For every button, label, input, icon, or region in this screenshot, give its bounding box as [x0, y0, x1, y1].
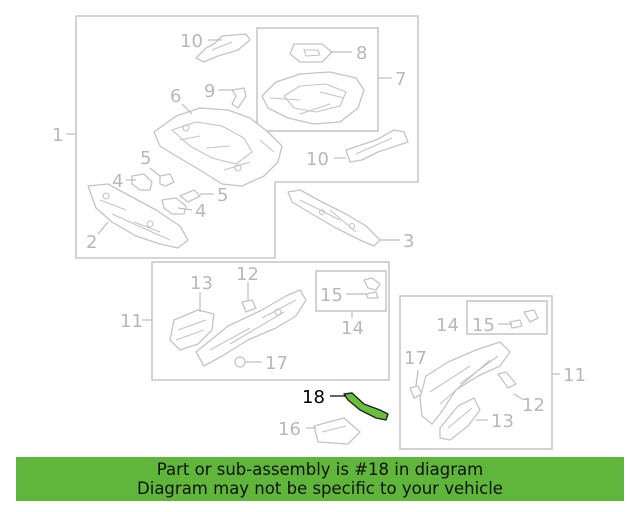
part-3-crossmember [287, 189, 381, 247]
callout-2: 2 [86, 232, 97, 253]
part-5-upper-bolt [159, 173, 175, 187]
part-13-left-panel [169, 309, 215, 351]
callout-7: 7 [395, 69, 406, 90]
part-7-spare-tire-pan [261, 71, 365, 125]
callout-14a: 14 [341, 318, 364, 339]
group-box-11-left [151, 261, 390, 381]
callout-4b: 4 [195, 201, 206, 222]
callout-10a: 10 [180, 31, 203, 52]
parts-diagram: 1 2 3 4 4 5 5 6 7 8 9 10 10 11 11 12 12 … [52, 15, 586, 450]
part-8-pad [289, 43, 333, 63]
callout-1: 1 [52, 125, 63, 146]
group-box-14-left [315, 270, 387, 312]
callout-12a: 12 [236, 264, 259, 285]
group-box-11-right [399, 295, 553, 450]
callout-8: 8 [356, 43, 367, 64]
leader-12b [513, 393, 525, 401]
info-banner: Part or sub-assembly is #18 in diagram D… [16, 457, 624, 501]
group-box-14-right [466, 300, 548, 335]
group-box-1 [75, 15, 419, 259]
callout-5a: 5 [140, 148, 151, 169]
callout-11a: 11 [120, 311, 143, 332]
part-10-lower-reinforcement [345, 129, 409, 163]
callout-12b: 12 [522, 395, 545, 416]
part-15-right-bracket [523, 309, 539, 323]
leader-2 [97, 221, 109, 235]
part-12-left-gusset [241, 299, 257, 313]
part-18-highlighted-brace [343, 392, 389, 421]
callout-4a: 4 [112, 171, 123, 192]
part-2-side-member [87, 183, 189, 249]
part-4-upper-bracket [131, 173, 153, 191]
leader-6 [181, 103, 193, 115]
callout-11b: 11 [563, 365, 586, 386]
callout-13b: 13 [491, 411, 514, 432]
part-16-mat [313, 417, 361, 445]
callout-17b: 17 [404, 348, 427, 369]
callout-14b: 14 [436, 315, 459, 336]
callout-13a: 13 [190, 273, 213, 294]
leader-4b [177, 207, 193, 211]
callout-16: 16 [278, 419, 301, 440]
callout-15b: 15 [472, 315, 495, 336]
part-10-upper-bracket [195, 33, 251, 63]
part-4-lower-bracket [161, 197, 187, 215]
callout-9: 9 [204, 81, 215, 102]
part-13-right-panel [439, 397, 481, 441]
part-9-bracket [231, 87, 247, 109]
callout-10b: 10 [306, 149, 329, 170]
callout-6: 6 [170, 86, 181, 107]
group-box-7 [256, 27, 379, 132]
banner-line-2: Diagram may not be specific to your vehi… [137, 479, 503, 498]
callout-18: 18 [302, 387, 325, 408]
leader-17b [415, 369, 419, 387]
banner-line-1: Part or sub-assembly is #18 in diagram [156, 460, 484, 479]
callout-17a: 17 [265, 353, 288, 374]
part-17-left-nut [234, 356, 246, 368]
part-15-left-bracket [363, 277, 381, 291]
callout-3: 3 [403, 231, 414, 252]
part-12-right-gusset [497, 371, 517, 389]
part-5-lower-bolt [179, 189, 201, 203]
leader-5a [149, 167, 161, 177]
callout-5b: 5 [217, 185, 228, 206]
callout-15a: 15 [320, 285, 343, 306]
